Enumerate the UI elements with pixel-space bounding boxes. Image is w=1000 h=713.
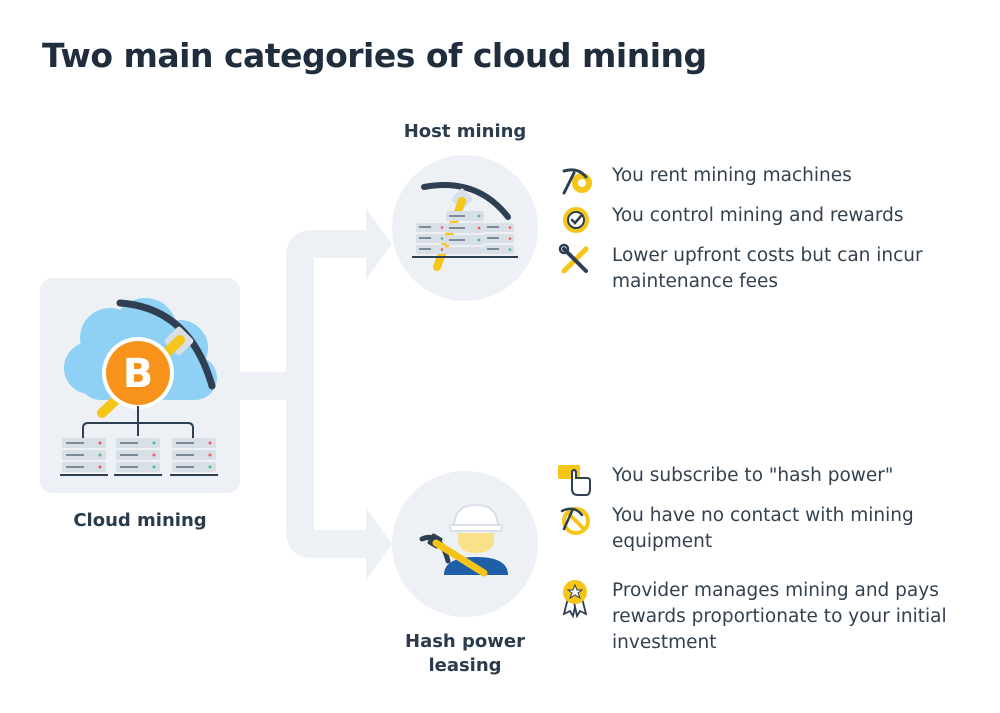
hash-feature-item: You subscribe to "hash power" (556, 463, 972, 497)
host-mining-illustration (412, 182, 518, 271)
cloud-mining-illustration: B (60, 298, 218, 476)
feature-text: Lower upfront costs but can incur mainte… (612, 245, 923, 292)
feature-text: You have no contact with mining equipmen… (612, 505, 914, 552)
host-feature-item: Lower upfront costs but can incur mainte… (556, 243, 972, 295)
bitcoin-icon: B (102, 337, 174, 409)
server-rack-icon (412, 211, 518, 258)
hash-feature-item: You have no contact with mining equipmen… (556, 503, 972, 555)
pickaxe-icon (419, 533, 488, 577)
host-mining-label: Host mining (403, 121, 527, 142)
hand-card-icon (558, 465, 591, 496)
gear-check-icon (563, 207, 589, 233)
page-title: Two main categories of cloud mining (42, 36, 707, 75)
hash-power-illustration (419, 503, 508, 577)
host-feature-item: You rent mining machines (556, 163, 972, 197)
no-mining-icon (560, 507, 590, 535)
svg-text:B: B (123, 351, 154, 397)
award-badge-icon (562, 580, 588, 618)
feature-text: Provider manages mining and pays rewards… (612, 580, 947, 653)
cloud-mining-label: Cloud mining (73, 510, 207, 531)
host-feature-item: You control mining and rewards (556, 203, 972, 237)
feature-text: You rent mining machines (612, 165, 852, 186)
feature-text: You subscribe to "hash power" (612, 465, 894, 486)
hash-power-label: Hash power leasing (405, 631, 525, 676)
wrench-pencil-icon (558, 243, 589, 274)
feature-text: You control mining and rewards (612, 205, 904, 226)
pickaxe-gear-icon (562, 168, 592, 195)
hash-feature-item: Provider manages mining and pays rewards… (556, 578, 972, 656)
server-rack-icon (60, 438, 218, 476)
